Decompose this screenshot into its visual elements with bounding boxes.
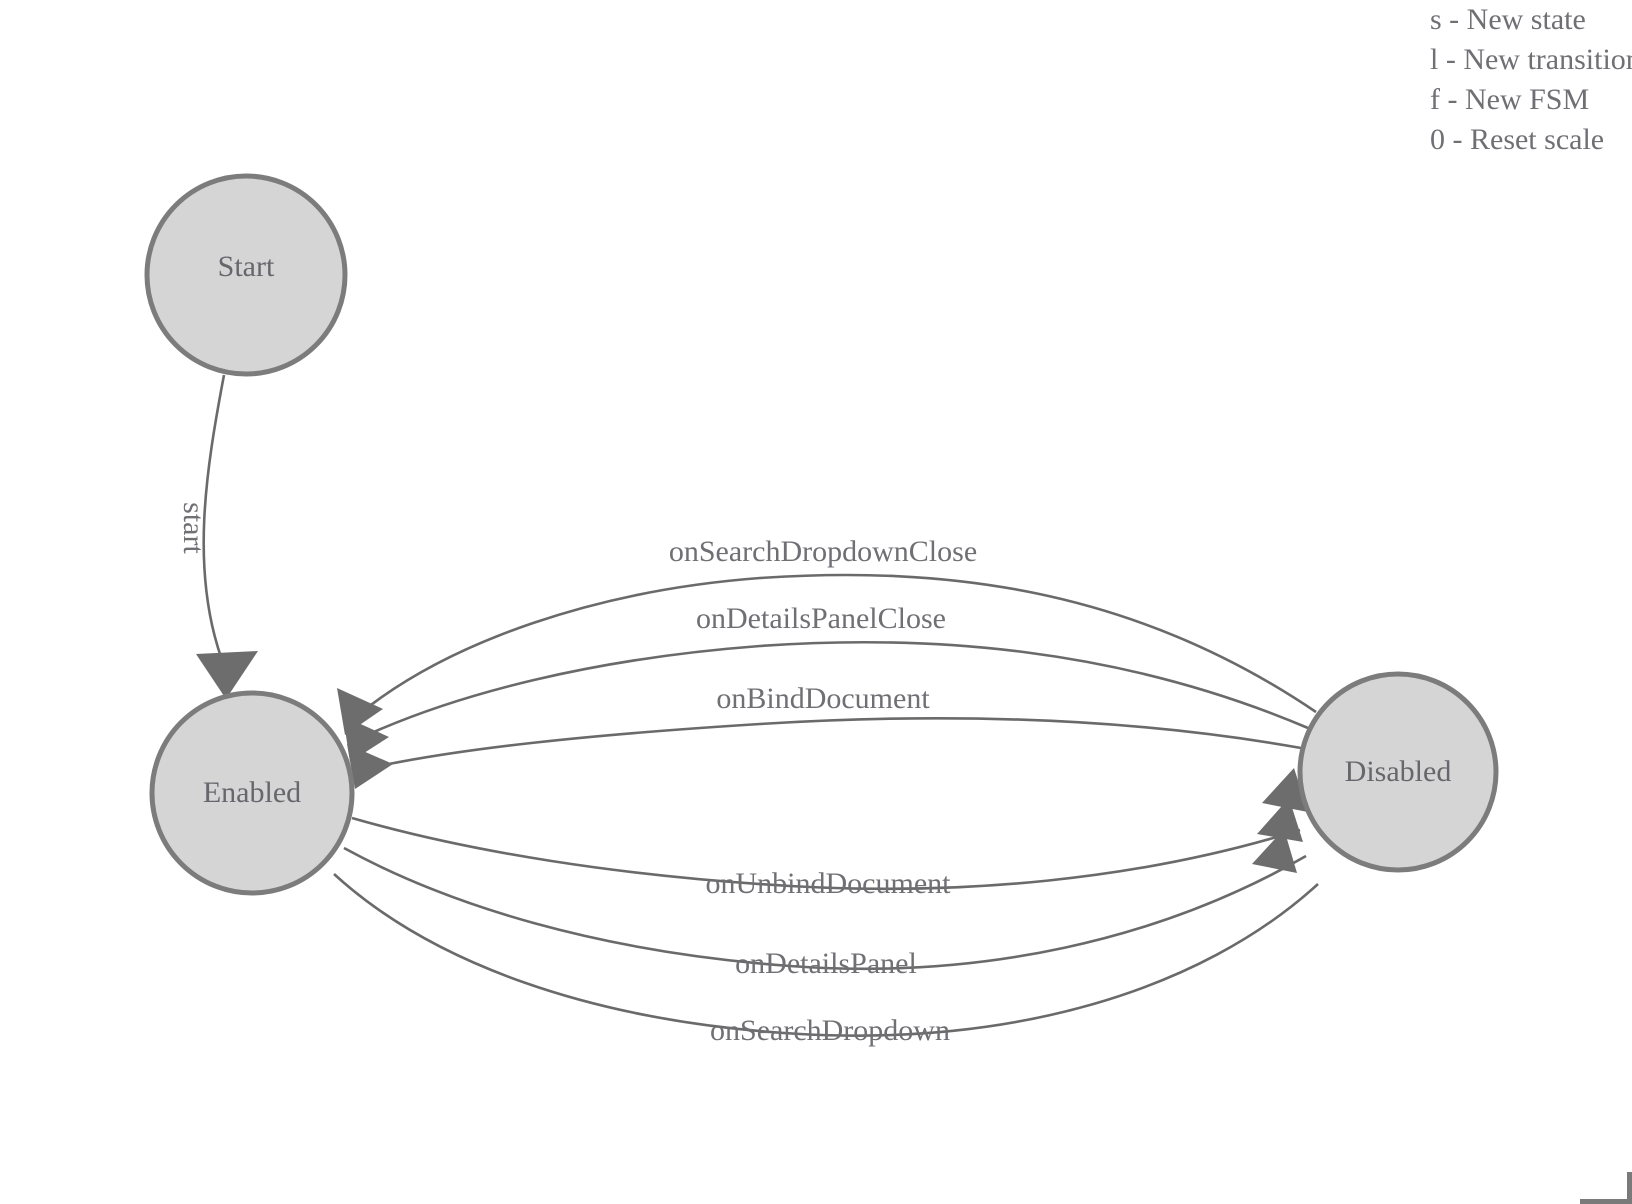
arrowhead-start-to-enabled (196, 651, 258, 699)
arrowhead-on-search-dropdown (1252, 829, 1297, 873)
edge-label-on-bind-document[interactable]: onBindDocument (716, 682, 930, 715)
edge-path-on-details-panel-close (351, 640, 1309, 744)
state-label-start[interactable]: Start (217, 250, 275, 283)
node-layer (144, 173, 1499, 896)
edge-label-on-search-dropdown-close[interactable]: onSearchDropdownClose (668, 535, 978, 568)
arrowhead-layer (196, 651, 1308, 873)
edge-label-start[interactable]: start (177, 502, 210, 554)
edge-path-on-search-dropdown-close (357, 573, 1317, 717)
arrowhead-on-details-panel (1257, 798, 1303, 842)
edge-layer (202, 374, 1319, 1037)
state-label-disabled[interactable]: Disabled (1344, 755, 1452, 788)
edge-label-on-details-panel-close[interactable]: onDetailsPanelClose (696, 602, 946, 635)
edge-label-on-search-dropdown[interactable]: onSearchDropdown (710, 1014, 950, 1047)
edge-path-on-unbind-document (351, 816, 1301, 891)
edge-label-on-details-panel[interactable]: onDetailsPanel (735, 947, 917, 980)
state-label-enabled[interactable]: Enabled (202, 776, 302, 809)
state-node-enabled (149, 690, 355, 896)
state-node-start (144, 173, 348, 377)
edge-path-on-search-dropdown (333, 873, 1319, 1037)
state-node-disabled (1297, 671, 1499, 873)
arrowhead-on-unbind-document (1262, 768, 1308, 812)
edge-path-on-details-panel (343, 846, 1307, 971)
edge-path-on-bind-document (351, 716, 1302, 774)
arrowhead-on-bind-document (347, 744, 393, 789)
edge-path-start (202, 374, 226, 661)
edge-label-on-unbind-document[interactable]: onUnbindDocument (705, 867, 951, 900)
